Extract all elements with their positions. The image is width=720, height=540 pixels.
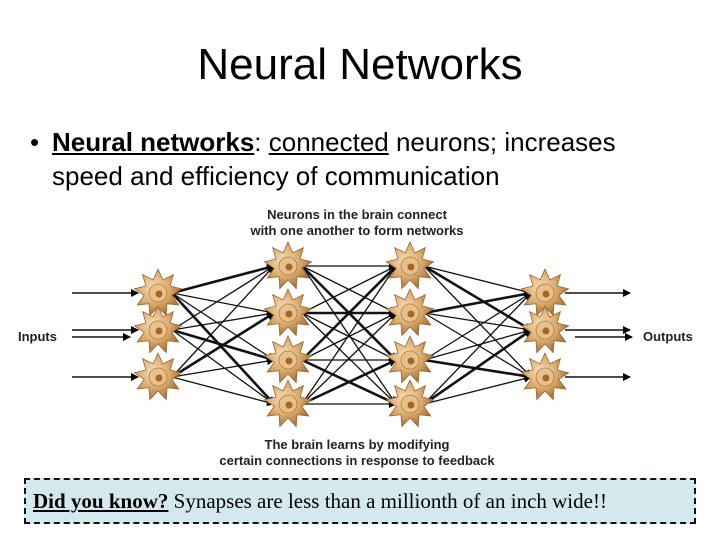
term-neural-networks: Neural networks [52, 127, 255, 157]
bullet-symbol: • [30, 127, 40, 157]
neuron [385, 379, 435, 428]
connection-line [171, 311, 275, 379]
neuron-nucleus [285, 310, 293, 318]
neuron [133, 305, 183, 354]
term-separator: : [254, 127, 269, 157]
neuron [385, 288, 435, 337]
caption-top-line-2: with one another to form networks [249, 223, 463, 238]
connection-line [171, 292, 275, 316]
caption-bottom-line-2: certain connections in response to feedb… [219, 453, 495, 468]
neuron [520, 268, 570, 317]
neuron-nucleus [155, 374, 163, 382]
neuron-nucleus [542, 374, 550, 382]
neuron [133, 352, 183, 401]
neuron-nucleus [155, 327, 163, 335]
neuron-nucleus [407, 401, 415, 409]
neuron [520, 305, 570, 354]
connection-line [423, 292, 532, 361]
neuron [263, 335, 313, 384]
neuron [263, 288, 313, 337]
connection-line [423, 290, 532, 315]
outputs-label: Outputs [643, 329, 693, 344]
neuron-nucleus [407, 310, 415, 318]
connection-line [171, 329, 275, 405]
neuron [520, 352, 570, 401]
caption-top-line-1: Neurons in the brain connect [267, 207, 448, 222]
connection-line [301, 265, 397, 314]
connection-line [301, 312, 397, 361]
neuron-nucleus [542, 290, 550, 298]
neuron-nucleus [285, 357, 293, 365]
neuron [263, 379, 313, 428]
neural-network-diagram: Neurons in the brain connect with one an… [18, 207, 693, 468]
connection-line [171, 357, 275, 378]
connection-line [301, 265, 397, 361]
neuron [385, 335, 435, 384]
slide-title: Neural Networks [197, 40, 523, 89]
connection-line [171, 292, 275, 361]
neurons [133, 241, 570, 428]
connection-line [423, 264, 532, 332]
bullet-rest: neurons; increases speed and efficiency … [52, 127, 616, 191]
connection-line [423, 265, 532, 296]
connection-line [171, 376, 275, 407]
did-you-know-label: Did you know? [33, 489, 169, 513]
neuron-nucleus [285, 263, 293, 271]
bullet-text: Neural networks: connected neurons; incr… [52, 125, 692, 193]
connections [171, 262, 532, 408]
neuron [263, 241, 313, 290]
connection-line [423, 374, 532, 405]
connection-line [171, 263, 275, 295]
neuron-nucleus [542, 327, 550, 335]
connection-line [301, 312, 397, 405]
connection-line [171, 265, 275, 331]
did-you-know-box: Did you know? Synapses are less than a m… [24, 478, 696, 524]
inputs-label: Inputs [18, 329, 57, 344]
word-connected: connected [268, 127, 389, 157]
neuron-nucleus [407, 357, 415, 365]
did-you-know-text: Synapses are less than a millionth of an… [168, 489, 607, 513]
connection-line [423, 292, 532, 405]
neuron [133, 268, 183, 317]
neuron-nucleus [155, 290, 163, 298]
connection-line [171, 292, 275, 405]
io-arrows [72, 289, 633, 381]
caption-bottom-line-1: The brain learns by modifying [265, 437, 450, 452]
connection-line [423, 312, 532, 333]
connection-line [301, 358, 397, 406]
connection-line [171, 265, 275, 378]
neuron-nucleus [285, 401, 293, 409]
neuron-nucleus [407, 263, 415, 271]
neuron [385, 241, 435, 290]
connection-line [423, 328, 532, 406]
connection-line [423, 328, 532, 361]
connection-line [301, 265, 397, 405]
